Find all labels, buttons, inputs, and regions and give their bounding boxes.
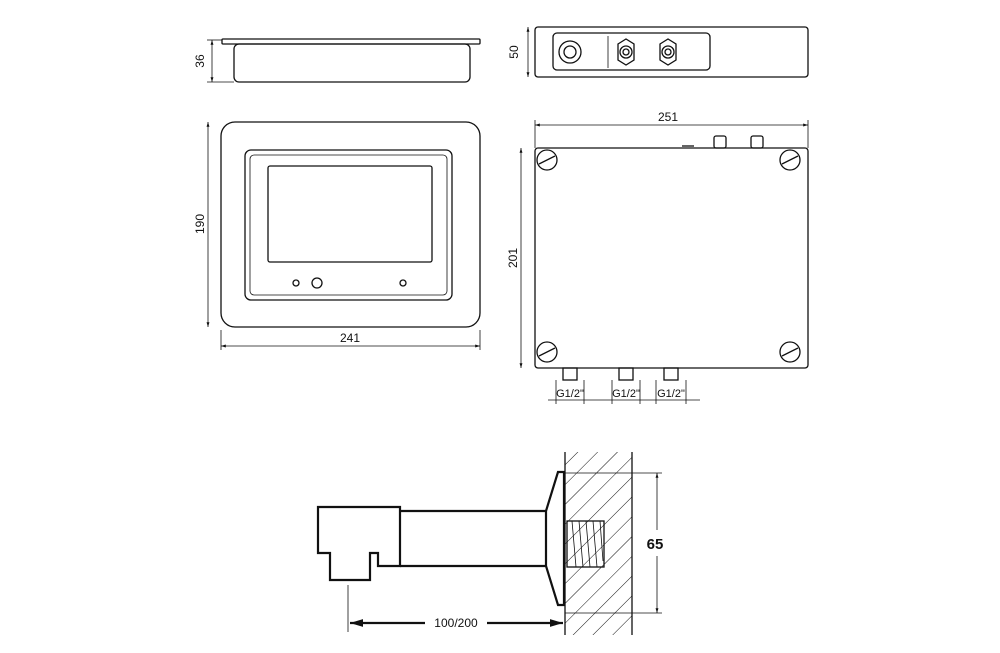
- connection-label: G1/2": [612, 388, 640, 400]
- box-side-view: 50: [507, 26, 809, 78]
- dim-box-depth: 50: [507, 45, 521, 59]
- dim-panel-depth: 36: [193, 54, 207, 68]
- panel-button-icon: [292, 279, 300, 287]
- connection-label: G1/2": [657, 388, 685, 400]
- connection-label: G1/2": [556, 388, 584, 400]
- dim-box-height: 201: [506, 248, 520, 268]
- panel-button-icon: [311, 277, 323, 289]
- screw-icon: [779, 149, 801, 171]
- screw-icon: [779, 341, 801, 363]
- spout-section-view: 65 100/200: [316, 452, 664, 635]
- dim-box-width: 251: [658, 110, 678, 124]
- screw-icon: [536, 149, 558, 171]
- panel-button-icon: [399, 279, 407, 287]
- panel-side-view: 36: [193, 38, 481, 83]
- dim-panel-height: 190: [193, 214, 207, 234]
- box-back-view: 251 201 G1/2" G1/2" G1/2": [506, 110, 809, 404]
- panel-front-view: 190 241: [193, 121, 481, 350]
- dim-panel-width: 241: [340, 331, 360, 345]
- dim-rosette: 65: [647, 536, 664, 553]
- dim-projection: 100/200: [434, 616, 478, 630]
- screw-icon: [536, 341, 558, 363]
